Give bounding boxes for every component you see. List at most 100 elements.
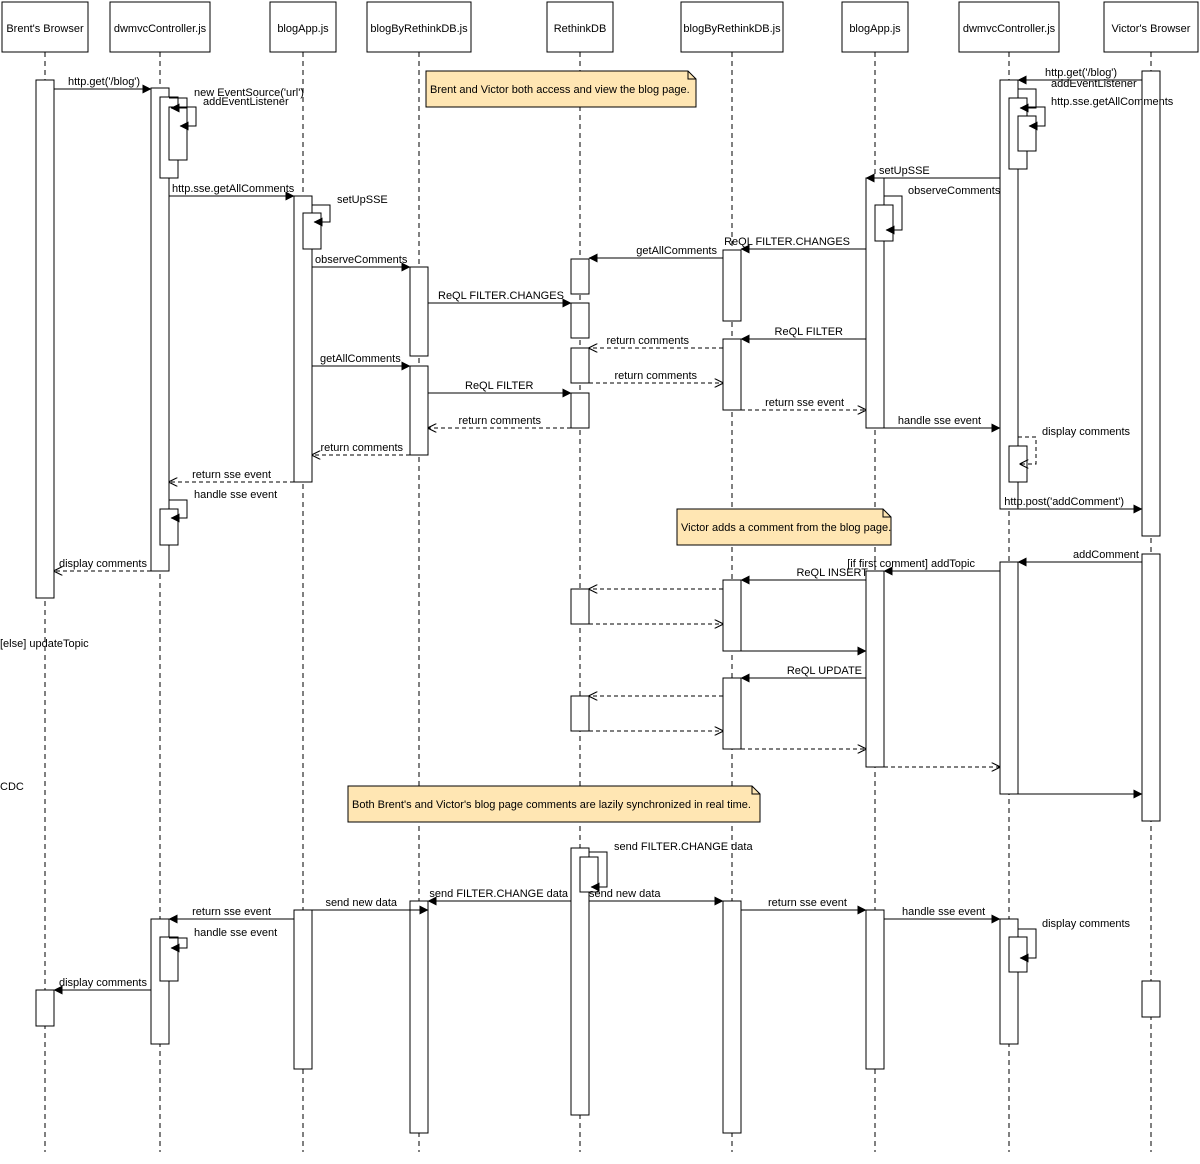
message-label: observeComments	[315, 254, 408, 266]
message: ReQL FILTER.CHANGES	[428, 290, 572, 308]
message-arrow	[169, 97, 188, 113]
participant-box-brent_blogapp	[269, 1, 337, 53]
message-label: return comments	[606, 335, 689, 347]
message: ReQL FILTER	[428, 380, 572, 398]
activation-bar	[570, 847, 590, 1116]
activation-bar	[150, 87, 170, 572]
activation-bar	[168, 106, 188, 161]
activation-bar	[722, 677, 742, 750]
activation-bar	[293, 195, 313, 483]
activation-bars	[35, 70, 1161, 1134]
participant-box-rethinkdb	[546, 1, 614, 53]
message-arrow	[169, 499, 188, 523]
activation-bar	[570, 392, 590, 429]
participant-label-victor_controller: dwmvcController.js	[963, 23, 1056, 35]
message-label: http.post('addComment')	[1004, 496, 1124, 508]
activation-bar	[409, 365, 429, 456]
message: http.sse.getAllComments	[1027, 96, 1174, 131]
message-label: ReQL UPDATE	[787, 665, 862, 677]
message-label: return comments	[458, 415, 541, 427]
message: display comments	[54, 558, 151, 571]
activation-bar	[570, 695, 590, 732]
message-label: http.sse.getAllComments	[172, 183, 295, 195]
activation-bar	[722, 249, 742, 322]
message: setUpSSE	[312, 194, 388, 227]
participant-box-victor_controller	[958, 1, 1060, 53]
activation-bar	[722, 900, 742, 1134]
activation-bar	[865, 570, 885, 768]
message: handle sse event	[884, 415, 1001, 433]
participant-box-brent_controller	[109, 1, 211, 53]
message: handle sse event	[884, 906, 1001, 924]
participant-label-brent_controller: dwmvcController.js	[114, 23, 207, 35]
activation-bar	[409, 900, 429, 1134]
participant-label-brent_blogapp: blogApp.js	[277, 23, 329, 35]
message: ReQL FILTER.CHANGES	[724, 236, 866, 254]
messages: http.get('/blog')new EventSource('url')a…	[0, 67, 1174, 995]
message-label: [if first comment] addTopic	[847, 558, 975, 570]
message-label: handle sse event	[194, 489, 277, 501]
activation-bar	[1008, 936, 1028, 973]
participant-box-brent_rethink	[366, 1, 472, 53]
message: observeComments	[884, 185, 1001, 235]
message: return comments	[312, 442, 410, 455]
activation-bar	[999, 561, 1019, 795]
message: return sse event	[169, 469, 294, 482]
message-label: send FILTER.CHANGE data	[614, 841, 753, 853]
message-arrow	[169, 937, 188, 953]
message-label: http.get('/blog')	[68, 76, 140, 88]
message: addEventListener	[178, 96, 289, 131]
participant-box-victor_rethink	[680, 1, 784, 53]
message: return comments	[428, 415, 571, 428]
message: addEventListener	[1018, 78, 1137, 113]
message-label: new EventSource('url')	[194, 87, 304, 99]
message: addComment	[1017, 549, 1142, 567]
message: return sse event	[741, 397, 866, 410]
activation-bar	[570, 588, 590, 625]
activation-bar	[865, 909, 885, 1070]
activation-bar	[722, 579, 742, 652]
note-text: Both Brent's and Victor's blog page comm…	[352, 799, 751, 811]
message: CDC	[0, 781, 1143, 799]
message-label: ReQL FILTER.CHANGES	[724, 236, 850, 248]
message: observeComments	[312, 254, 411, 272]
message: [else] updateTopic	[0, 638, 867, 656]
message: return sse event	[168, 906, 294, 924]
activation-bar	[999, 79, 1019, 510]
activation-bar	[874, 204, 894, 242]
note-box	[425, 70, 697, 108]
message-label: return sse event	[768, 897, 847, 909]
message-arrow	[1018, 928, 1037, 963]
message: display comments	[1018, 426, 1131, 464]
participant-box-victor_blogapp	[841, 1, 909, 53]
message: handle sse event	[169, 489, 277, 523]
message: send FILTER.CHANGE data	[427, 888, 571, 906]
message: setUpSSE	[865, 165, 1000, 183]
message-label: ReQL FILTER.CHANGES	[438, 290, 564, 302]
activation-bar	[1141, 980, 1161, 1018]
participant-label-victor_blogapp: blogApp.js	[849, 23, 901, 35]
message: send new data	[294, 897, 429, 915]
message-label: handle sse event	[194, 927, 277, 939]
message: return comments	[589, 370, 723, 383]
message-arrow	[589, 851, 608, 892]
activation-bar	[35, 989, 55, 1027]
message: getAllComments	[588, 245, 723, 263]
message: ReQL INSERT	[740, 567, 868, 585]
message-label: observeComments	[908, 185, 1001, 197]
message-label: return comments	[320, 442, 403, 454]
message-label: ReQL FILTER	[465, 380, 534, 392]
message-label: addComment	[1073, 549, 1139, 561]
message-label: addEventListener	[1051, 78, 1137, 90]
message: display comments	[1018, 918, 1131, 963]
message: return sse event	[741, 897, 867, 915]
message-label: display comments	[59, 977, 148, 989]
note-fold	[687, 71, 696, 80]
participant-label-victor_browser: Victor's Browser	[1112, 23, 1191, 35]
message-label: ReQL INSERT	[796, 567, 868, 579]
message-label: http.sse.getAllComments	[1051, 96, 1174, 108]
message-label: [else] updateTopic	[0, 638, 89, 650]
message: http.get('/blog')	[1017, 67, 1142, 85]
activation-bar	[570, 347, 590, 384]
activation-bar	[302, 212, 322, 250]
